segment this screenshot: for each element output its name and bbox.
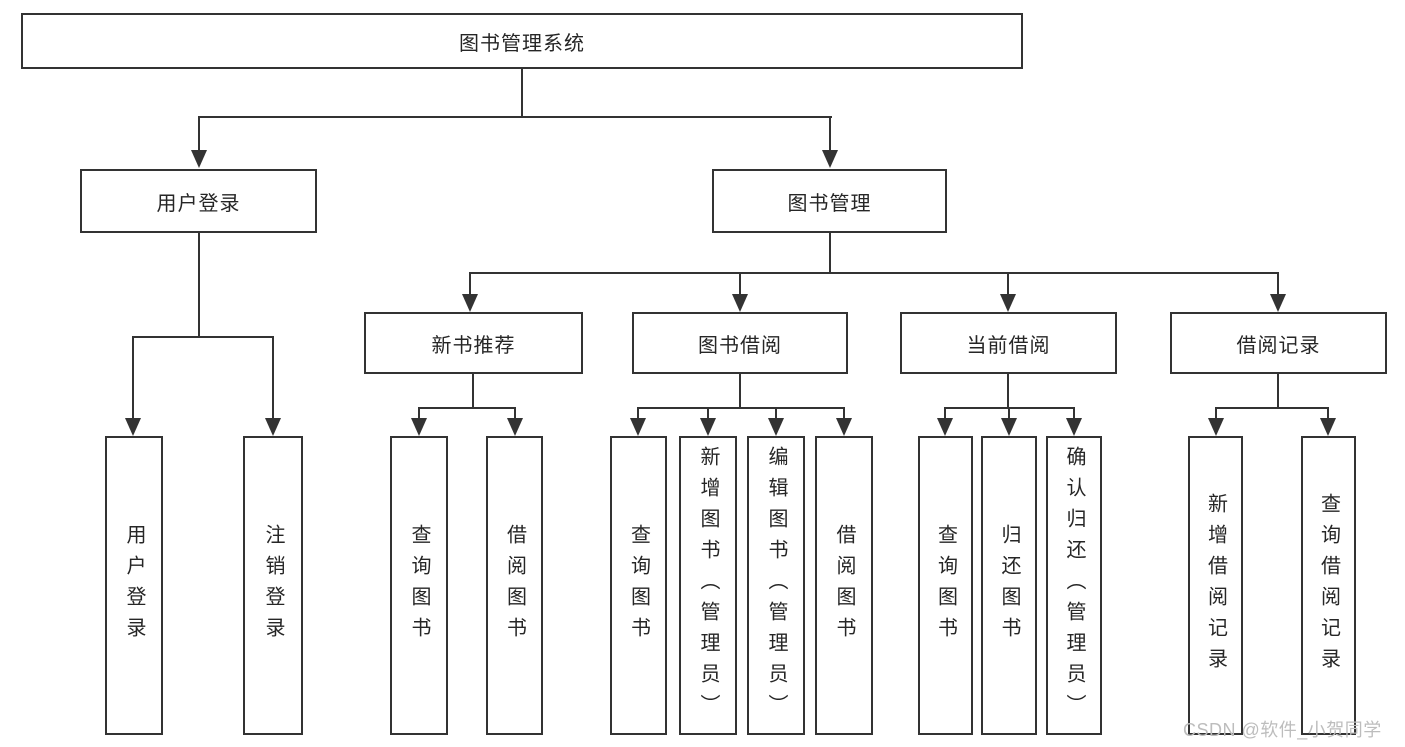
arrow-down-icon: [768, 418, 784, 436]
arrow-down-icon: [836, 418, 852, 436]
arrow-down-icon: [1208, 418, 1224, 436]
leaf-label: 用户登录: [123, 523, 145, 648]
leaf-edit-book-admin: 编辑图书（管理员）: [747, 436, 805, 735]
connector-line: [198, 233, 200, 337]
leaf-label: 查询借阅记录: [1317, 492, 1340, 679]
connector-line: [637, 408, 639, 420]
leaf-return-books: 归还图书: [981, 436, 1037, 735]
connector-line: [1215, 407, 1329, 409]
leaf-add-book-admin: 新增图书（管理员）: [679, 436, 737, 735]
connector-line: [469, 273, 471, 296]
leaf-user-login: 用户登录: [105, 436, 163, 735]
node-label: 图书管理系统: [459, 32, 585, 55]
node-library-management-system: 图书管理系统: [21, 13, 1023, 69]
connector-line: [198, 116, 832, 118]
connector-line: [1327, 408, 1329, 420]
connector-line: [1073, 408, 1075, 420]
leaf-label: 新增借阅记录: [1204, 492, 1227, 679]
node-current-borrowing: 当前借阅: [900, 312, 1117, 374]
leaf-label: 注销登录: [262, 523, 284, 648]
leaf-query-books-recommend: 查询图书: [390, 436, 448, 735]
leaf-query-books-borrowing: 查询图书: [610, 436, 667, 735]
connector-line: [739, 374, 741, 408]
leaf-label: 查询图书: [408, 523, 430, 648]
arrow-down-icon: [732, 294, 748, 312]
arrow-down-icon: [1001, 418, 1017, 436]
node-label: 借阅记录: [1236, 334, 1321, 357]
arrow-down-icon: [937, 418, 953, 436]
arrow-down-icon: [1066, 418, 1082, 436]
leaf-label: 借阅图书: [833, 523, 855, 648]
node-label: 新书推荐: [431, 334, 516, 357]
node-new-book-recommendation: 新书推荐: [364, 312, 583, 374]
leaf-borrow-books-recommend: 借阅图书: [486, 436, 543, 735]
connector-line: [1007, 273, 1009, 296]
connector-line: [1277, 374, 1279, 408]
node-label: 当前借阅: [966, 334, 1051, 357]
arrow-down-icon: [125, 418, 141, 436]
arrow-down-icon: [411, 418, 427, 436]
connector-line: [198, 117, 200, 152]
connector-line: [843, 408, 845, 420]
connector-line: [1277, 273, 1279, 296]
leaf-query-borrow-record: 查询借阅记录: [1301, 436, 1356, 735]
node-book-management: 图书管理: [712, 169, 947, 233]
arrow-down-icon: [822, 150, 838, 168]
connector-line: [514, 408, 516, 420]
connector-line: [707, 408, 709, 420]
arrow-down-icon: [462, 294, 478, 312]
connector-line: [637, 407, 845, 409]
connector-line: [829, 117, 831, 152]
arrow-down-icon: [1320, 418, 1336, 436]
arrow-down-icon: [265, 418, 281, 436]
node-label: 图书借阅: [698, 334, 782, 357]
connector-line: [521, 69, 523, 117]
leaf-label: 编辑图书（管理员）: [765, 446, 787, 725]
node-label: 图书管理: [787, 192, 872, 215]
leaf-label: 新增图书（管理员）: [697, 446, 719, 725]
connector-line: [1008, 408, 1010, 420]
leaf-borrow-books-borrowing: 借阅图书: [815, 436, 873, 735]
connector-line: [775, 408, 777, 420]
node-user-login: 用户登录: [80, 169, 317, 233]
node-borrowing-records: 借阅记录: [1170, 312, 1387, 374]
connector-line: [272, 337, 274, 419]
csdn-watermark: CSDN @软件_小贺同学: [1183, 720, 1382, 740]
connector-line: [132, 336, 274, 338]
connector-line: [1007, 374, 1009, 408]
leaf-query-books-current: 查询图书: [918, 436, 973, 735]
leaf-add-borrow-record: 新增借阅记录: [1188, 436, 1243, 735]
arrow-down-icon: [1000, 294, 1016, 312]
leaf-label: 归还图书: [998, 523, 1020, 648]
arrow-down-icon: [1270, 294, 1286, 312]
connector-line: [418, 408, 420, 420]
connector-line: [739, 273, 741, 296]
connector-line: [418, 407, 516, 409]
connector-line: [829, 233, 831, 273]
leaf-label: 确认归还（管理员）: [1063, 446, 1085, 725]
connector-line: [1215, 408, 1217, 420]
node-label: 用户登录: [156, 192, 241, 215]
connector-line: [472, 374, 474, 408]
arrow-down-icon: [191, 150, 207, 168]
connector-line: [469, 272, 1279, 274]
connector-line: [132, 337, 134, 419]
leaf-label: 查询图书: [934, 523, 957, 648]
node-book-borrowing: 图书借阅: [632, 312, 848, 374]
connector-line: [944, 408, 946, 420]
arrow-down-icon: [700, 418, 716, 436]
leaf-label: 借阅图书: [503, 523, 526, 648]
leaf-logout: 注销登录: [243, 436, 303, 735]
arrow-down-icon: [630, 418, 646, 436]
arrow-down-icon: [507, 418, 523, 436]
leaf-label: 查询图书: [627, 523, 650, 648]
leaf-confirm-return-admin: 确认归还（管理员）: [1046, 436, 1102, 735]
